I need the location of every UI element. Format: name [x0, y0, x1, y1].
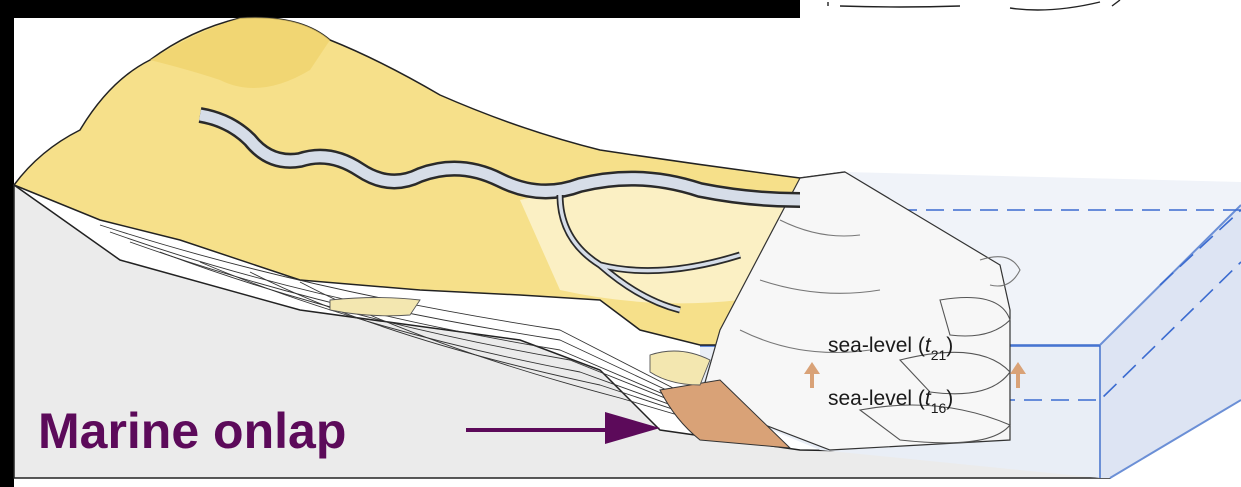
- top-black-band: [0, 0, 800, 18]
- marine-onlap-caption: Marine onlap: [38, 403, 346, 459]
- left-black-edge: [0, 0, 14, 487]
- cropped-lineart: [828, 0, 1120, 10]
